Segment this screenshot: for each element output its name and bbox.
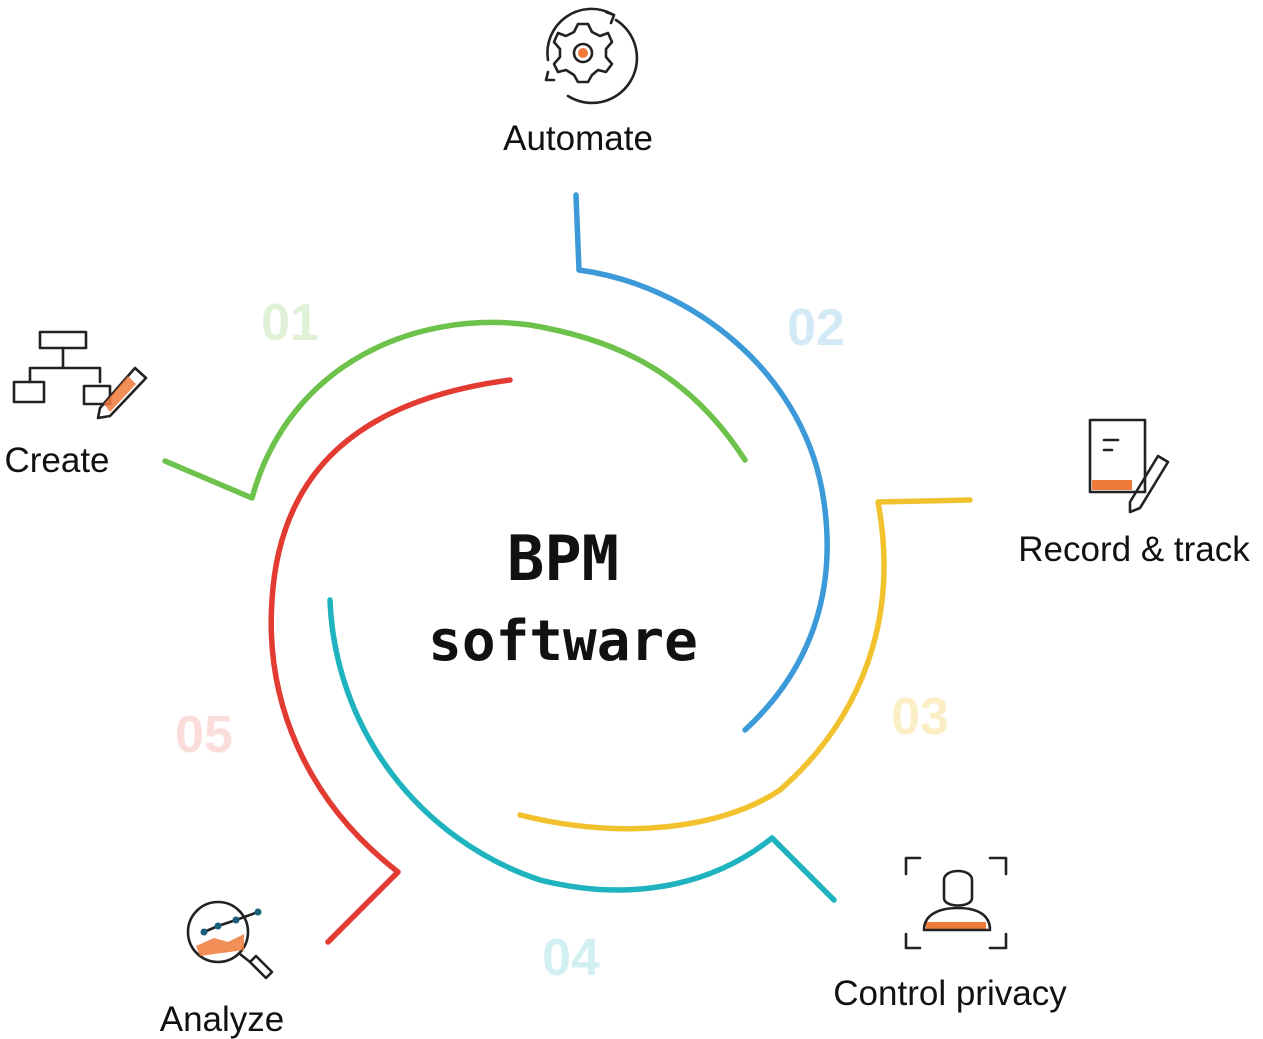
step-number-04: 04: [542, 929, 600, 987]
arc-step-01: [162, 319, 748, 501]
step-number-02: 02: [787, 299, 845, 357]
step-label-control-privacy: Control privacy: [833, 974, 1067, 1013]
arc-step-03: [517, 497, 973, 832]
arc-step-04: [327, 597, 837, 903]
center-title: BPM software: [428, 522, 698, 674]
user-focus-icon: [904, 856, 1008, 950]
center-title-line1: BPM: [507, 522, 619, 595]
arc-step-05: [268, 377, 513, 945]
step-label-record-track: Record & track: [1018, 530, 1250, 569]
flowchart-pencil-icon: [12, 330, 148, 420]
arc-step-02: [573, 192, 830, 733]
gear-cycle-icon: [544, 7, 639, 105]
step-label-automate: Automate: [503, 119, 653, 158]
document-pencil-icon: [1088, 418, 1170, 514]
step-number-03: 03: [891, 688, 949, 746]
center-title-line2: software: [428, 609, 698, 674]
magnifier-chart-icon: [186, 900, 274, 980]
step-number-05: 05: [175, 706, 233, 764]
step-number-01: 01: [261, 294, 319, 352]
step-label-analyze: Analyze: [160, 1000, 285, 1039]
step-label-create: Create: [4, 441, 109, 480]
